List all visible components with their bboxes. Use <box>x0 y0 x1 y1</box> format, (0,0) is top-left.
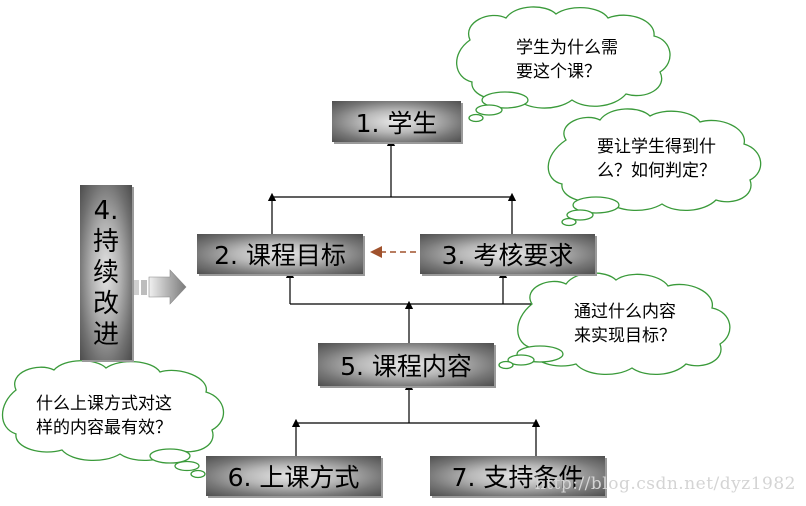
bubble-line: 样的内容最有效？ <box>36 418 172 438</box>
improve-char-5: 进 <box>92 320 119 350</box>
bubble-text-what-get: 要让学生得到什 么？如何判定？ <box>597 135 716 183</box>
watermark: http://blog.csdn.net/dyz1982 <box>534 474 796 494</box>
box-student: 1. 学生 <box>332 101 461 142</box>
improve-char-2: 持 <box>92 227 119 257</box>
improve-arrow <box>133 269 187 305</box>
improve-char-3: 续 <box>92 258 119 288</box>
bubble-text-best-method: 什么上课方式对这 样的内容最有效？ <box>36 392 172 440</box>
bubble-best-method <box>2 360 224 479</box>
connector-lines <box>267 137 541 456</box>
box-course-content: 5. 课程内容 <box>318 343 494 386</box>
bubble-line: 学生为什么需 <box>516 38 618 58</box>
improve-char-1: 4. <box>93 196 119 226</box>
bubble-text-how-achieve: 通过什么内容 来实现目标？ <box>574 300 676 348</box>
box-teaching-method: 6. 上课方式 <box>206 456 381 496</box>
bubble-line: 么？如何判定？ <box>597 161 716 181</box>
bubble-line: 要让学生得到什 <box>597 137 716 157</box>
bubble-how-achieve <box>498 272 731 376</box>
bubble-line: 来实现目标？ <box>574 326 676 346</box>
bubble-what-get <box>547 108 762 227</box>
box-support-conditions: 7. 支持条件 <box>430 456 605 496</box>
box-continuous-improvement: 4. 持 续 改 进 <box>80 185 132 360</box>
improve-char-4: 改 <box>92 289 119 319</box>
bubble-line: 什么上课方式对这 <box>36 394 172 414</box>
box-course-goal: 2. 课程目标 <box>197 234 363 274</box>
bubble-line: 通过什么内容 <box>574 302 676 322</box>
bubble-text-why-need: 学生为什么需 要这个课？ <box>516 36 618 84</box>
box-assessment: 3. 考核要求 <box>420 234 595 274</box>
bubble-why-need <box>456 6 671 123</box>
bubble-line: 要这个课？ <box>516 62 601 82</box>
